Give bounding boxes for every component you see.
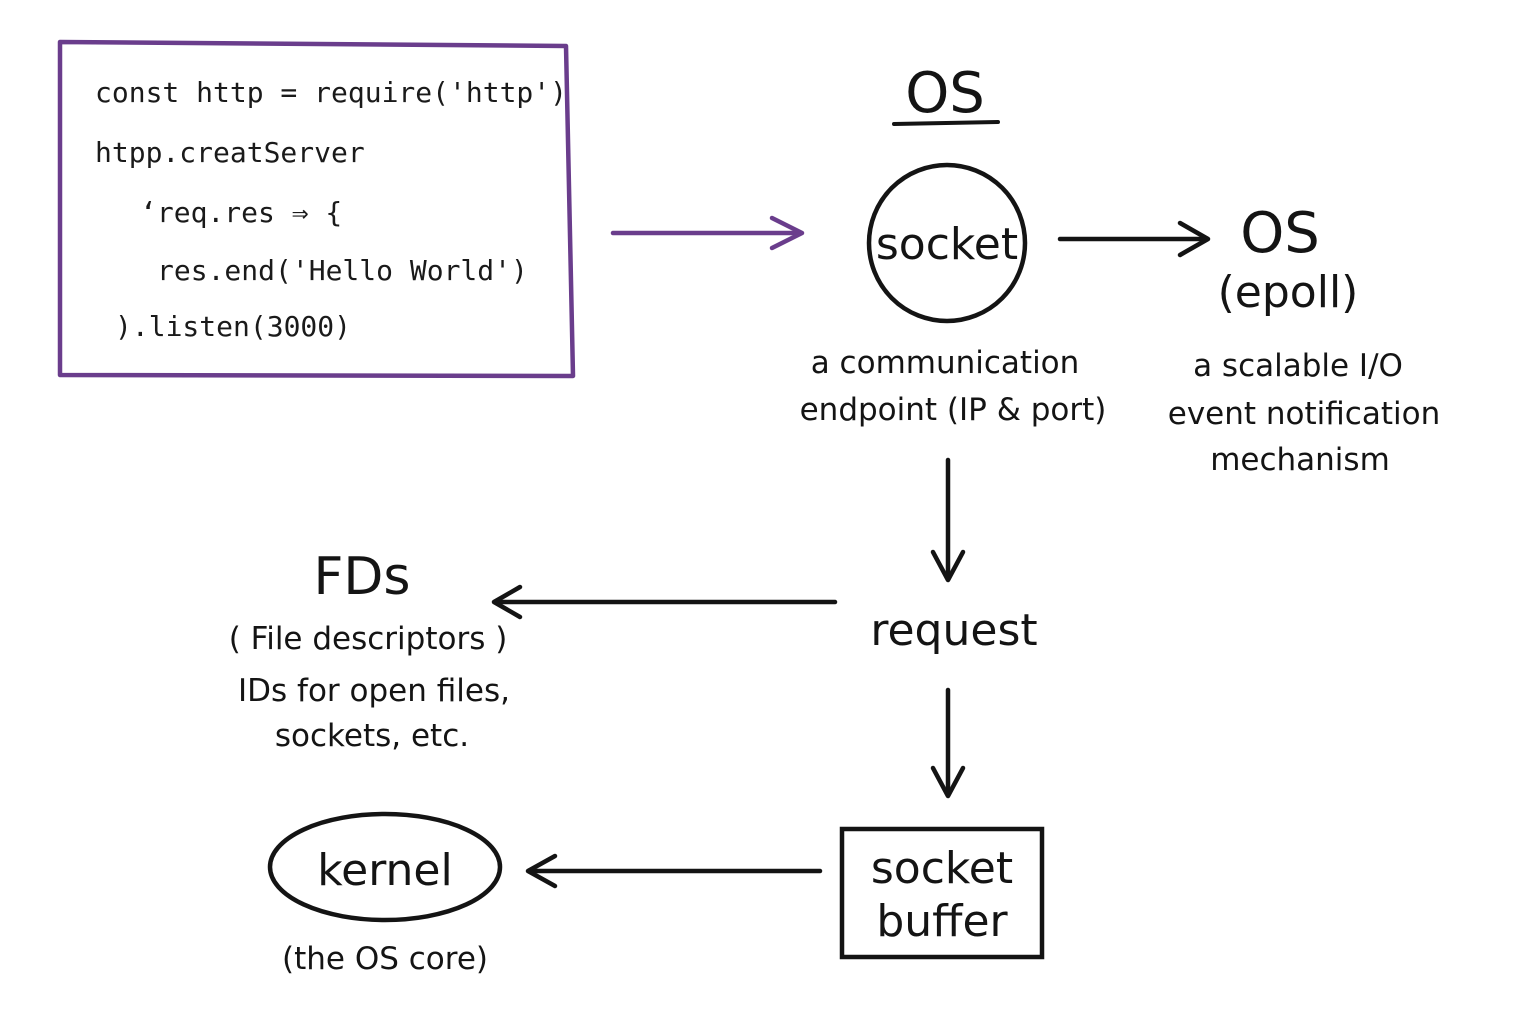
code-line-2: htpp.creatServer [95, 136, 365, 169]
kernel-node: kernel (the OS core) [267, 811, 503, 977]
fds-desc-line-2: IDs for open files, [238, 673, 510, 709]
socket-buffer-box [839, 826, 1045, 960]
socket-buffer-node: socket buffer [839, 826, 1045, 960]
socket-buffer-line-1: socket [871, 843, 1013, 894]
socket-buffer-line-2: buffer [876, 896, 1008, 947]
socket-node: socket a communication endpoint (IP & po… [800, 162, 1107, 428]
socket-circle [866, 162, 1028, 324]
buffer-to-kernel-arrow [525, 853, 823, 889]
kernel-ellipse [267, 811, 503, 923]
request-label: request [870, 605, 1037, 656]
code-line-5: ).listen(3000) [115, 310, 351, 343]
code-line-1: const http = require('http') [95, 76, 567, 109]
fds-node: FDs ( File descriptors ) IDs for open fi… [229, 547, 510, 754]
kernel-desc: (the OS core) [282, 941, 488, 977]
request-to-fds-arrow [491, 584, 838, 620]
socket-to-epoll-arrow [1057, 220, 1211, 258]
os-header: OS [892, 61, 1000, 126]
fds-desc-line-1: ( File descriptors ) [229, 621, 508, 657]
socket-desc-line-2: endpoint (IP & port) [800, 392, 1107, 428]
socket-to-request-arrow [930, 457, 966, 583]
code-box: const http = require('http') htpp.creatS… [57, 39, 576, 379]
code-to-socket-arrow [610, 215, 805, 251]
code-line-3: ‘req.res ⇒ { [140, 196, 342, 229]
kernel-label: kernel [317, 845, 452, 896]
fds-title: FDs [313, 547, 410, 607]
request-to-buffer-arrow [930, 687, 966, 799]
epoll-desc-line-3: mechanism [1210, 442, 1390, 478]
epoll-desc-line-1: a scalable I/O [1193, 348, 1403, 384]
epoll-subtitle: (epoll) [1218, 267, 1359, 318]
os-header-label: OS [905, 61, 985, 126]
epoll-title: OS [1240, 201, 1320, 266]
epoll-desc-line-2: event notification [1168, 396, 1440, 432]
socket-label: socket [876, 219, 1018, 270]
code-box-border [57, 39, 576, 379]
epoll-node: OS (epoll) a scalable I/O event notifica… [1168, 201, 1440, 478]
fds-desc-line-3: sockets, etc. [275, 718, 469, 754]
os-header-underline [892, 120, 1000, 126]
socket-desc-line-1: a communication [811, 345, 1080, 381]
code-line-4: res.end('Hello World') [157, 254, 528, 287]
